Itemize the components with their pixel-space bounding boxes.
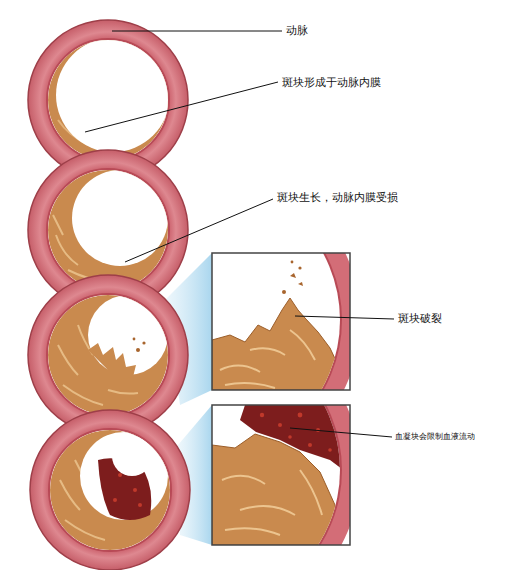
callout-label: 斑块形成于动脉内膜 bbox=[282, 76, 381, 89]
callout-label: 动脉 bbox=[286, 24, 308, 37]
callout-label: 斑块破裂 bbox=[398, 312, 442, 325]
callout-label: 血凝块会限制血液流动 bbox=[395, 432, 475, 442]
callout-label: 斑块生长，动脉内膜受损 bbox=[277, 191, 398, 204]
zoom-box bbox=[40, 160, 360, 480]
leader-lines bbox=[85, 31, 394, 437]
zoom-box bbox=[40, 310, 360, 570]
artery-section bbox=[30, 410, 190, 570]
